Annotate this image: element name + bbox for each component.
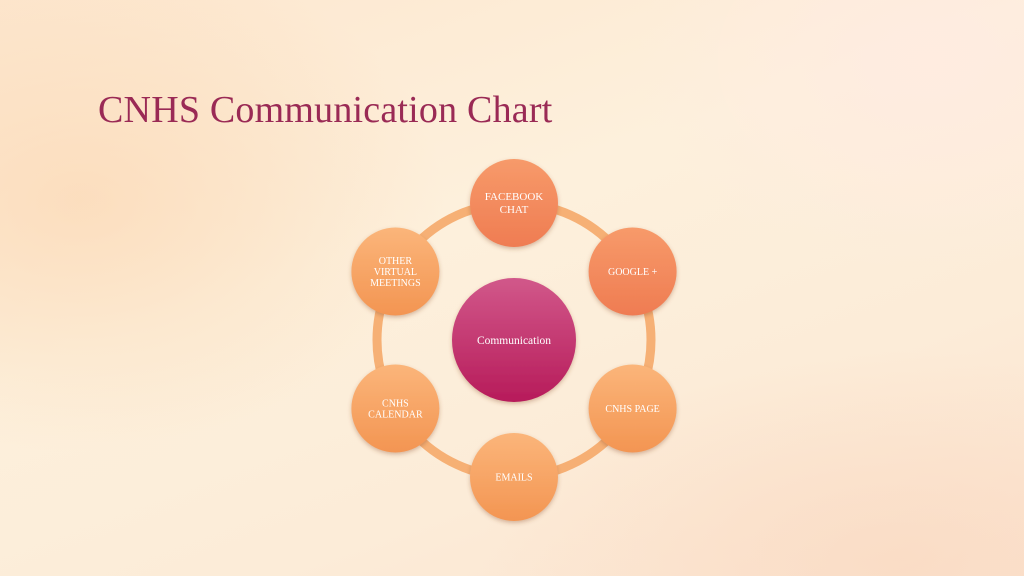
node-circle bbox=[470, 433, 558, 521]
slide-title: CNHS Communication Chart bbox=[98, 89, 553, 131]
node-label: VIRTUAL bbox=[374, 267, 417, 278]
node-label: CNHS PAGE bbox=[605, 404, 659, 415]
node-label: FACEBOOK bbox=[485, 191, 544, 203]
node-label: MEETINGS bbox=[370, 278, 421, 289]
node-circle bbox=[351, 364, 440, 453]
node-emails: EMAILS bbox=[470, 433, 558, 521]
node-google-plus: GOOGLE + bbox=[588, 227, 677, 316]
node-label: OTHER bbox=[379, 256, 413, 267]
node-circle bbox=[470, 159, 558, 247]
node-label: GOOGLE + bbox=[608, 267, 658, 278]
node-circle bbox=[351, 227, 440, 316]
center-circle bbox=[452, 278, 576, 402]
node-label: EMAILS bbox=[495, 473, 532, 484]
node-label: CNHS bbox=[382, 399, 409, 410]
node-circle bbox=[588, 227, 677, 316]
node-circle bbox=[588, 364, 677, 453]
diagram-center: Communication bbox=[452, 278, 576, 402]
node-label: CHAT bbox=[500, 204, 529, 216]
node-label: CALENDAR bbox=[368, 410, 423, 421]
center-label: Communication bbox=[477, 335, 551, 347]
node-cnhs-page: CNHS PAGE bbox=[588, 364, 677, 453]
